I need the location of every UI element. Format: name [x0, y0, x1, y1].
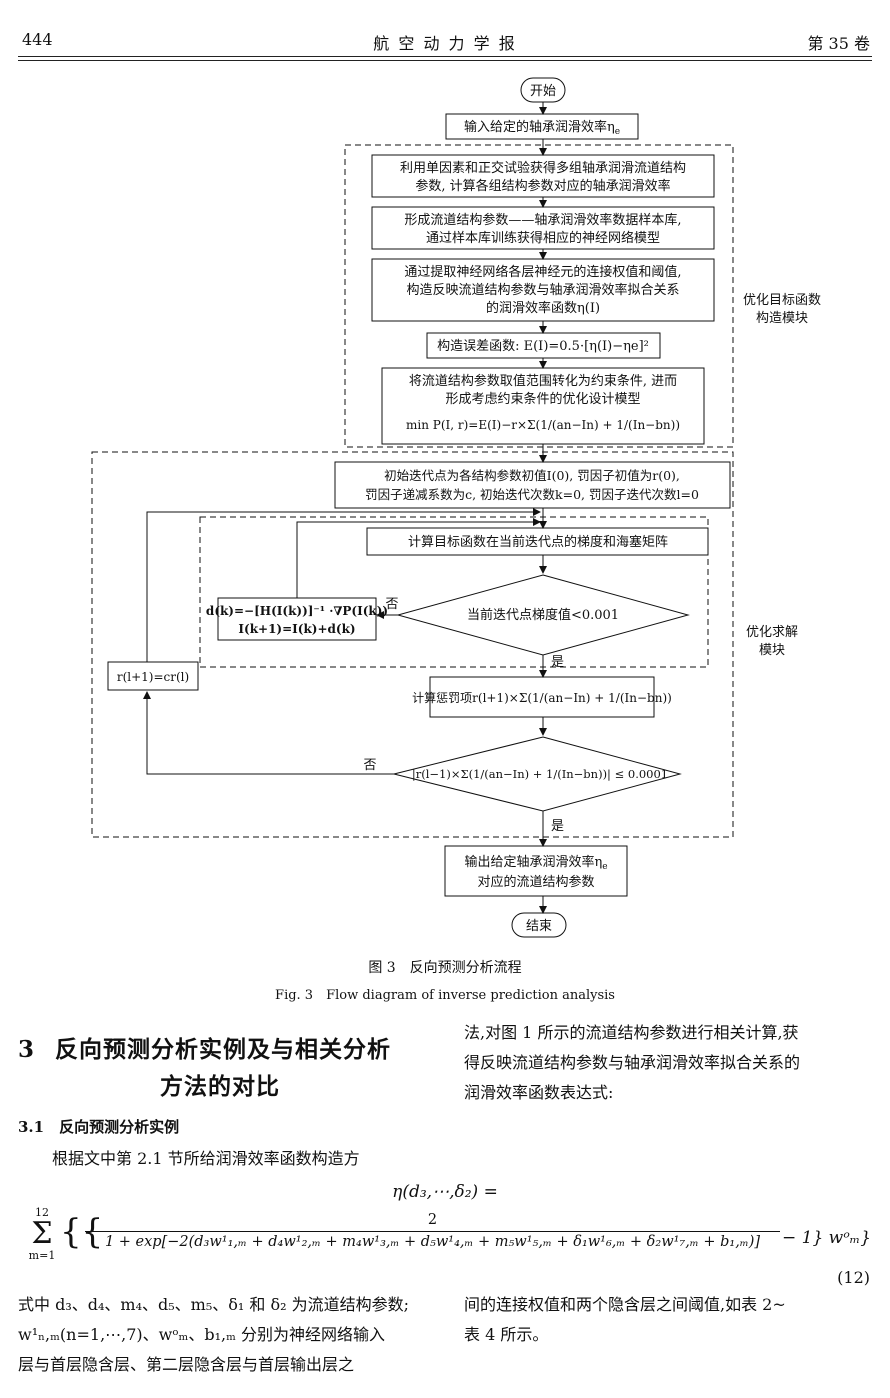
journal-title: 航 空 动 力 学 报 [373, 34, 517, 53]
update-r-text: r(l+1)=cr(l) [117, 670, 189, 684]
step5-line2: 形成考虑约束条件的优化设计模型 [445, 391, 640, 407]
compute-grad-box [366, 527, 709, 556]
yes1-label: 是 [551, 655, 564, 670]
module2-line2: 模块 [759, 643, 785, 658]
equation-lhs: η(d₃,⋯,δ₂) = [392, 1182, 498, 1202]
right-paragraph: 法,对图 1 所示的流道结构参数进行相关计算,获 得反映流道结构参数与轴承润滑效… [464, 1023, 801, 1102]
module1-line2: 构造模块 [756, 311, 808, 326]
newton-line1: d(k)=−[H(I(k))]⁻¹ ·∇P(I(k)) [206, 604, 388, 618]
step4-text: 构造误差函数: E(I)=0.5·[η(I)−ηe]² [437, 339, 649, 354]
yes2-label: 是 [551, 819, 564, 834]
step1-line2: 参数, 计算各组结构参数对应的轴承润滑效率 [415, 178, 670, 194]
step2-line1: 形成流道结构参数——轴承润滑效率数据样本库, [404, 212, 681, 228]
step2-line2: 通过样本库训练获得相应的神经网络模型 [426, 230, 660, 246]
figure-caption-cn: 图 3 反向预测分析流程 [368, 960, 522, 976]
penalty-text: 计算惩罚项r(l+1)×Σ(1/(an−In) + 1/(In−bn)) [412, 690, 672, 705]
no2-label: 否 [363, 758, 376, 773]
sub-heading: 3.1 反向预测分析实例 [18, 1118, 180, 1136]
header-rule-bottom [18, 60, 872, 61]
no1-label: 否 [385, 597, 398, 612]
output-box [444, 845, 628, 897]
step3-line2: 构造反映流道结构参数与轴承润滑效率拟合关系 [406, 282, 679, 298]
penalty-box [429, 676, 655, 718]
flowchart: 开始 输入给定的轴承润滑效率ηe 利用单因素和正交试验获得多组轴承润滑流道结构 … [91, 77, 821, 938]
volume-label: 第 35 卷 [807, 34, 870, 53]
equation-number: (12) [837, 1268, 870, 1287]
header-rule-top [18, 56, 872, 57]
diamond2-text: |r(l−1)×Σ(1/(an−In) + 1/(In−bn))| ≤ 0.00… [412, 767, 668, 782]
compute-grad-text: 计算目标函数在当前迭代点的梯度和海塞矩阵 [408, 534, 668, 550]
equation-tail: − 1} wᵒₘ} [782, 1228, 872, 1248]
step3-line1: 通过提取神经网络各层神经元的连接权值和阈值, [404, 264, 681, 280]
module2-line1: 优化求解 [746, 625, 798, 640]
diamond1-text: 当前迭代点梯度值<0.001 [467, 607, 619, 623]
figure-caption-en: Fig. 3 Flow diagram of inverse predictio… [275, 988, 615, 1003]
update-r-box [107, 661, 199, 691]
equation-sum: 12 Σ m=1 [28, 1206, 56, 1262]
start-text: 开始 [530, 84, 556, 99]
after-left: 式中 d₃、d₄、m₄、d₅、m₅、δ₁ 和 δ₂ 为流道结构参数; w¹ₙ,ₘ… [18, 1295, 409, 1374]
module1-line1: 优化目标函数 [743, 293, 821, 308]
output-line2: 对应的流道结构参数 [477, 874, 594, 890]
input-box [445, 113, 639, 140]
end-terminal [511, 912, 567, 938]
step5-formula: min P(I, r)=E(I)−r×Σ(1/(an−In) + 1/(In−b… [406, 418, 680, 432]
paragraph-1: 根据文中第 2.1 节所给润滑效率函数构造方 [52, 1149, 360, 1168]
step1-line1: 利用单因素和正交试验获得多组轴承润滑流道结构 [400, 160, 686, 176]
equation-fraction: 2 1 + exp[−2(d₃w¹₁,ₘ + d₄w¹₂,ₘ + m₄w¹₃,ₘ… [85, 1212, 780, 1250]
equation-brace: {{ [60, 1212, 104, 1252]
page-number: 444 [22, 30, 53, 49]
step3-line3: 的润滑效率函数η(I) [486, 300, 600, 316]
input-text: 输入给定的轴承润滑效率ηe [464, 119, 620, 137]
init-line1: 初始迭代点为各结构参数初值I(0), 罚因子初值为r(0), [384, 468, 680, 483]
newton-line2: I(k+1)=I(k)+d(k) [238, 622, 355, 636]
after-right: 间的连接权值和两个隐含层之间阈值,如表 2~ 表 4 所示。 [464, 1295, 786, 1344]
init-box [334, 461, 731, 509]
section-heading-line2: 方法的对比 [160, 1073, 280, 1100]
step5-line1: 将流道结构参数取值范围转化为约束条件, 进而 [409, 373, 677, 389]
end-text: 结束 [526, 919, 552, 934]
init-line2: 罚因子递减系数为c, 初始迭代次数k=0, 罚因子迭代次数l=0 [365, 487, 699, 502]
output-text: 输出给定轴承润滑效率ηe [464, 854, 607, 872]
